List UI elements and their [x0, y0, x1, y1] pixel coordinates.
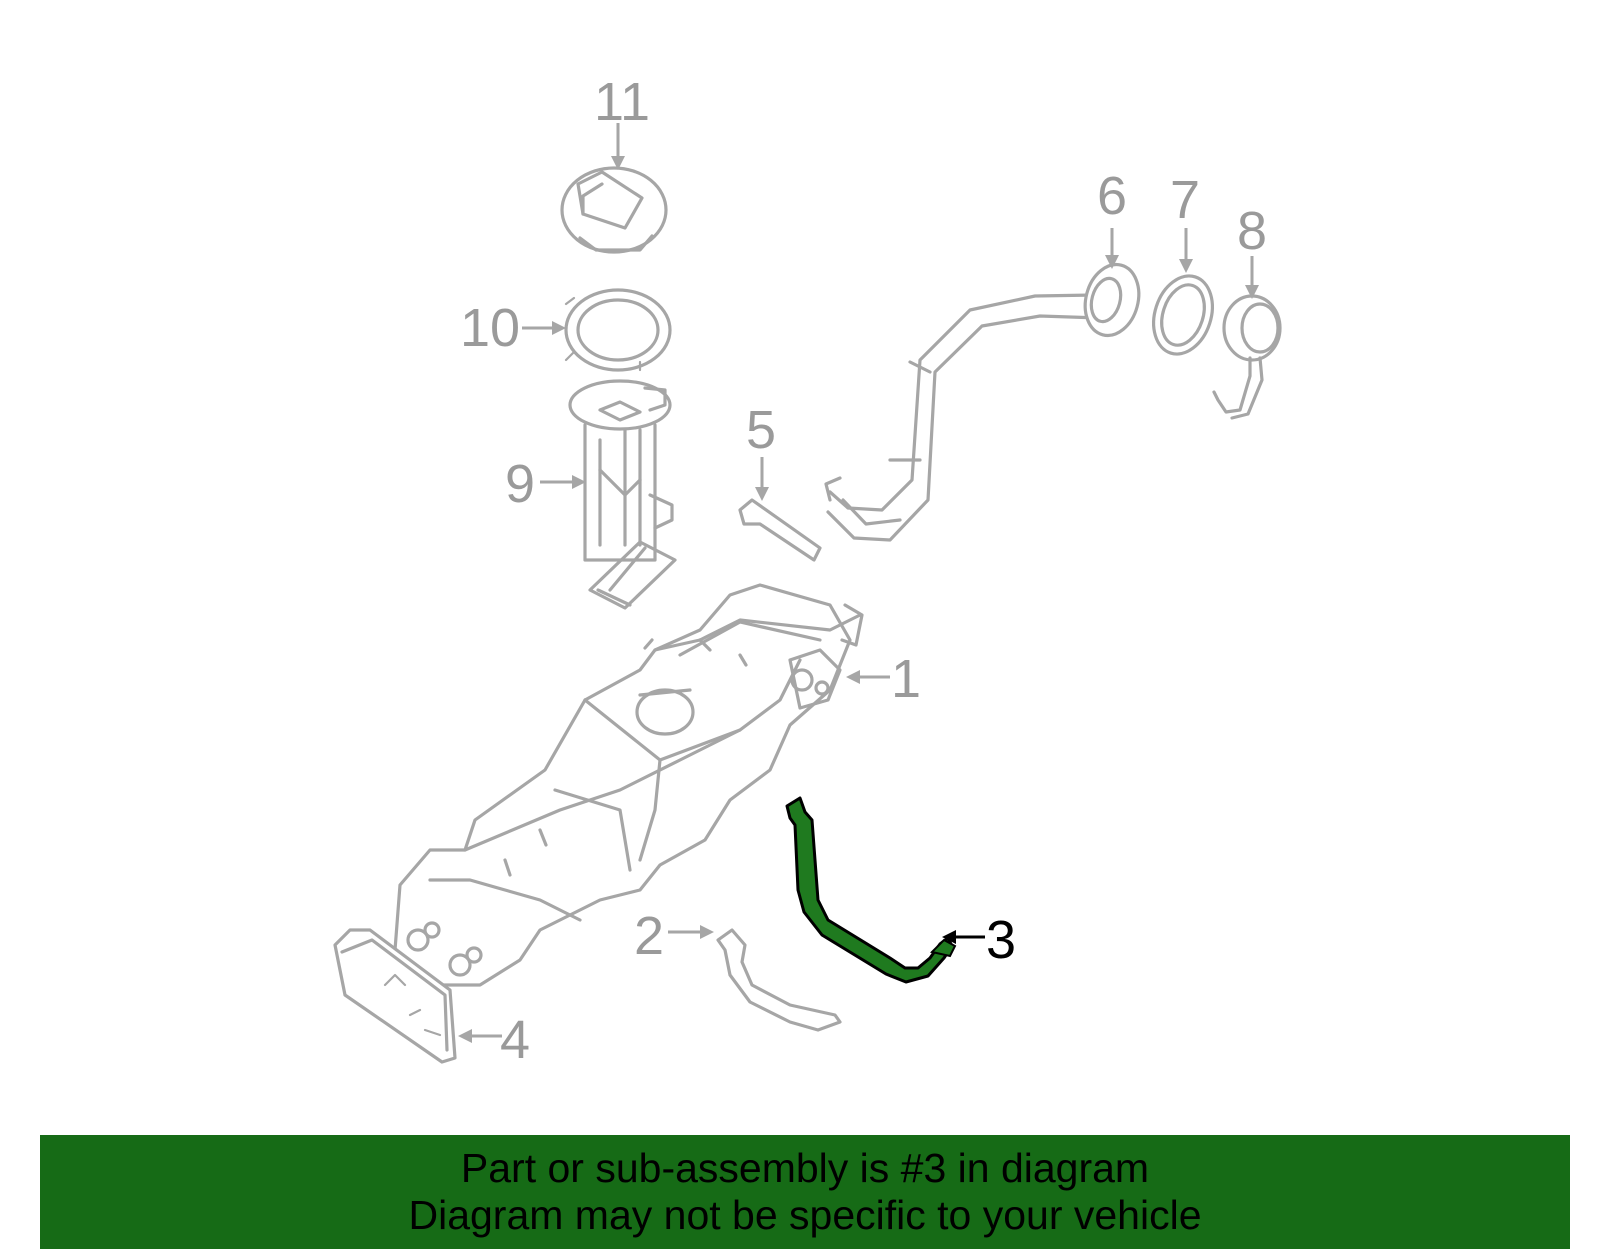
part-10-seal[interactable] [564, 288, 672, 372]
callout-8: 8 [1237, 201, 1267, 261]
info-banner: Part or sub-assembly is #3 in diagram Di… [40, 1135, 1570, 1249]
part-7-filler-seal[interactable] [1144, 268, 1222, 361]
part-6-filler-pipe[interactable] [824, 258, 1146, 542]
part-2-tank-strap[interactable] [716, 928, 842, 1032]
callout-9: 9 [505, 454, 535, 514]
part-1-fuel-tank[interactable] [393, 583, 864, 987]
banner-line-disclaimer: Diagram may not be specific to your vehi… [408, 1192, 1202, 1238]
part-11-lock-ring[interactable] [560, 166, 668, 254]
part-4-heat-shield[interactable] [333, 928, 457, 1064]
part-9-fuel-pump[interactable] [568, 379, 677, 610]
callout-6: 6 [1097, 166, 1127, 226]
callout-5: 5 [746, 400, 776, 460]
callout-4: 4 [500, 1010, 530, 1070]
callout-arrows [458, 123, 1259, 1043]
part-8-fuel-cap[interactable] [1212, 294, 1282, 420]
callout-3: 3 [986, 910, 1016, 970]
callout-11: 11 [594, 72, 650, 132]
part-5-vent-hose[interactable] [738, 498, 822, 562]
callout-2: 2 [634, 906, 664, 966]
callout-1: 1 [891, 649, 921, 709]
part-3-tank-strap-highlighted[interactable] [785, 796, 957, 984]
callout-7: 7 [1170, 170, 1200, 230]
callout-10: 10 [460, 298, 520, 358]
banner-line-part-number: Part or sub-assembly is #3 in diagram [460, 1145, 1150, 1191]
